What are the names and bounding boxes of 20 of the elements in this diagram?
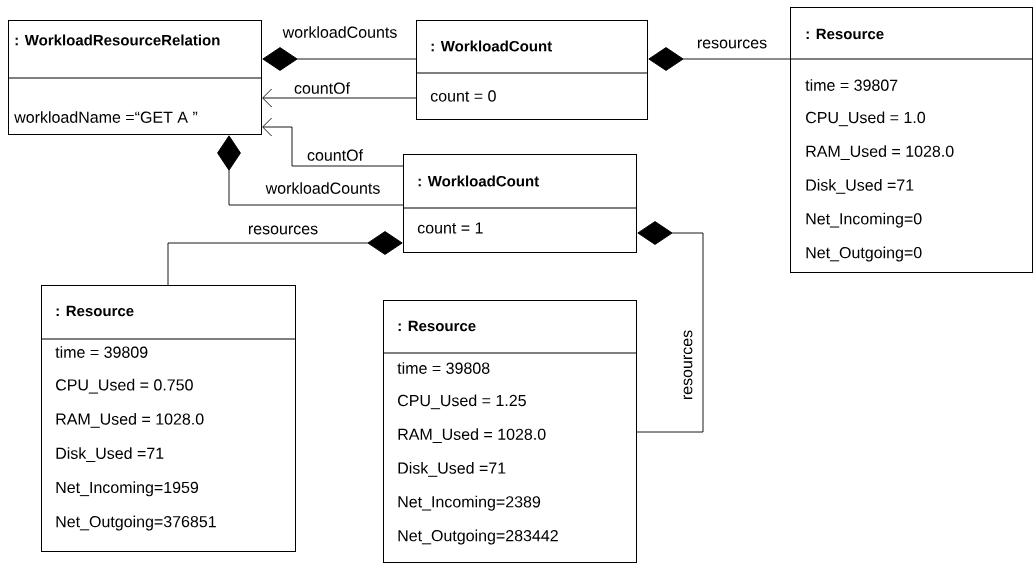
object-box: : Resource time = 39809 CPU_Used = 0.750 RAM_Used = 1028.0 Disk_Used =71 Net_Incoming=1959 Net_Outgoing=376851 bbox=[40, 285, 297, 552]
edge-label: workloadCounts bbox=[281, 25, 399, 39]
composition-line bbox=[262, 47, 417, 71]
object-box: : Resource time = 39808 CPU_Used = 1.25 RAM_Used = 1028.0 Disk_Used =71 Net_Incoming=2389 Net_Outgoing=283442 bbox=[382, 300, 638, 563]
edge-label: countOf bbox=[306, 148, 364, 162]
composition-line bbox=[167, 231, 403, 286]
object-box: : WorkloadResourceRelation workloadName =“GET A ” bbox=[7, 20, 263, 135]
arrow bbox=[262, 88, 417, 108]
edge-label: resources bbox=[682, 328, 694, 402]
object-box: : Resource time = 39807 CPU_Used = 1.0 RAM_Used = 1028.0 Disk_Used =71 Net_Incoming=0 Net_Outgoing=0 bbox=[789, 7, 1034, 273]
edge-label: resources bbox=[695, 38, 769, 50]
object-box: : WorkloadCount count = 1 bbox=[402, 154, 638, 253]
composition-line bbox=[636, 221, 704, 433]
edge-label: resources bbox=[246, 224, 320, 236]
composition-line bbox=[648, 47, 791, 71]
edge-label: countOf bbox=[293, 81, 351, 95]
edge-label: workloadCounts bbox=[264, 181, 382, 195]
arrow bbox=[262, 117, 404, 167]
object-box: : WorkloadCount count = 0 bbox=[415, 20, 649, 120]
composition-line bbox=[217, 135, 404, 206]
